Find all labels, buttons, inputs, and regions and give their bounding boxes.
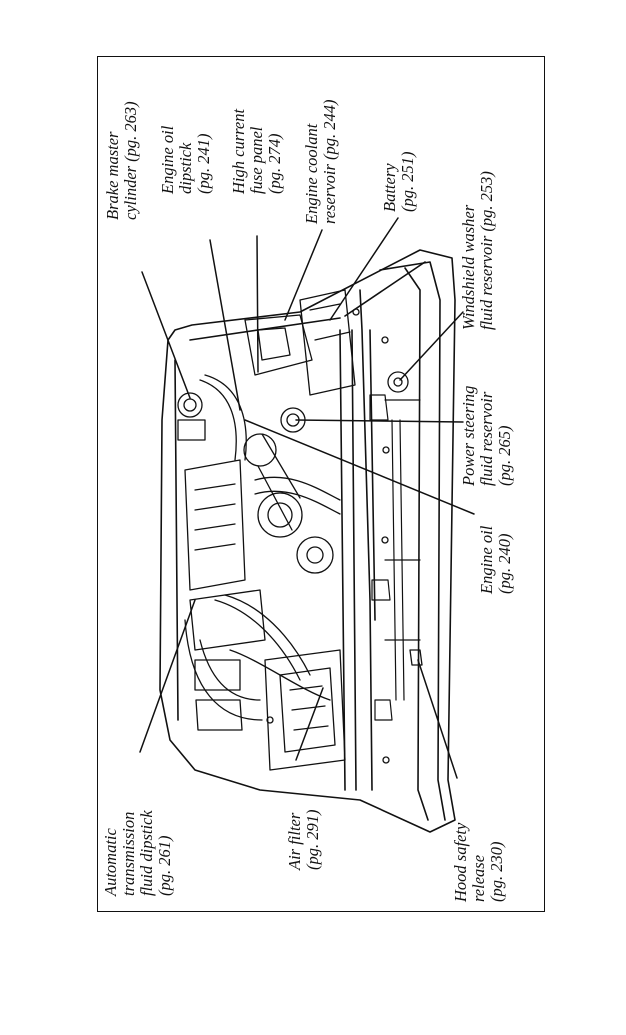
engine-components (177, 289, 423, 771)
grille-slats (369, 394, 421, 721)
label-air-filter: Air filter(pg. 291) (285, 809, 322, 871)
label-battery: Battery(pg. 251) (380, 151, 417, 213)
diagram-frame (97, 56, 545, 912)
label-engine-oil: Engine oil(pg. 240) (477, 525, 514, 594)
vehicle-body-outline (159, 249, 456, 833)
leader-lines (139, 217, 475, 779)
